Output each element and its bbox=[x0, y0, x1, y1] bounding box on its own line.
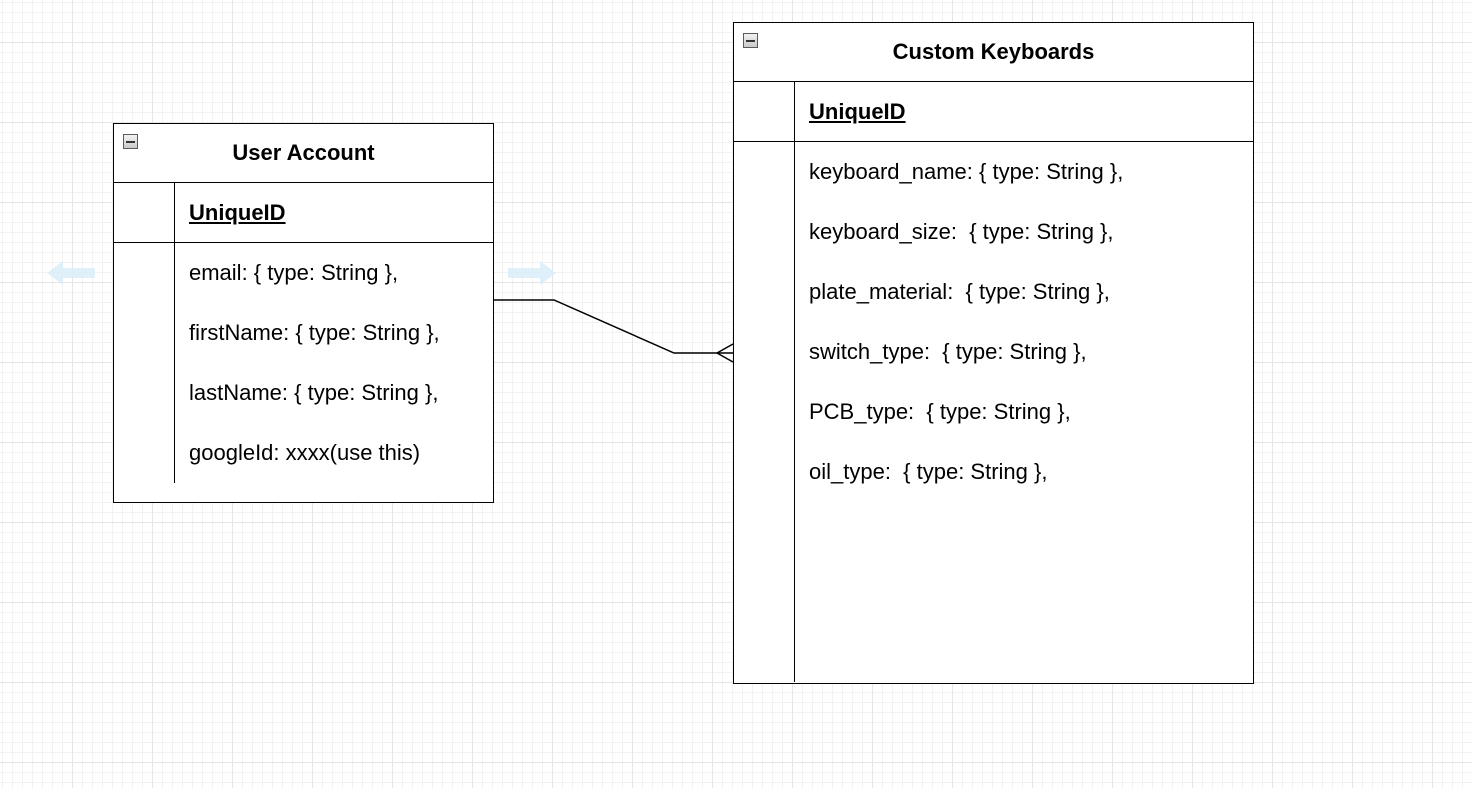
attribute-list: email: { type: String }, firstName: { ty… bbox=[175, 243, 440, 483]
attribute-section[interactable]: keyboard_name: { type: String }, keyboar… bbox=[734, 142, 1253, 682]
entity-custom-keyboards[interactable]: Custom Keyboards UniqueID keyboard_name:… bbox=[733, 22, 1254, 684]
attribute-row[interactable]: keyboard_name: { type: String }, bbox=[809, 159, 1124, 184]
entity-user-account[interactable]: User Account UniqueID email: { type: Str… bbox=[113, 123, 494, 503]
attribute-row[interactable]: email: { type: String }, bbox=[189, 260, 399, 285]
arrow-left-icon[interactable] bbox=[47, 259, 95, 287]
primary-key-row[interactable]: UniqueID bbox=[114, 183, 493, 243]
crows-foot-upper bbox=[716, 343, 734, 354]
entity-header[interactable]: Custom Keyboards bbox=[734, 23, 1253, 82]
crows-foot-lower bbox=[716, 352, 734, 363]
primary-key-label: UniqueID bbox=[809, 98, 906, 124]
collapse-icon[interactable] bbox=[123, 134, 138, 149]
attribute-row[interactable]: oil_type: { type: String }, bbox=[809, 459, 1048, 484]
entity-title: User Account bbox=[232, 140, 375, 165]
key-column bbox=[734, 82, 795, 141]
key-column bbox=[114, 183, 175, 242]
attribute-row[interactable]: firstName: { type: String }, bbox=[189, 320, 440, 345]
primary-key-row[interactable]: UniqueID bbox=[734, 82, 1253, 142]
attribute-list: keyboard_name: { type: String }, keyboar… bbox=[795, 142, 1123, 682]
primary-key-label: UniqueID bbox=[189, 199, 286, 225]
key-column bbox=[114, 243, 175, 483]
entity-title: Custom Keyboards bbox=[892, 39, 1095, 64]
entity-header[interactable]: User Account bbox=[114, 124, 493, 183]
attribute-row[interactable]: keyboard_size: { type: String }, bbox=[809, 219, 1114, 244]
attribute-row[interactable]: lastName: { type: String }, bbox=[189, 380, 439, 405]
attribute-row[interactable]: googleId: xxxx(use this) bbox=[189, 440, 421, 465]
attribute-row[interactable]: PCB_type: { type: String }, bbox=[809, 399, 1071, 424]
attribute-row[interactable]: switch_type: { type: String }, bbox=[809, 339, 1087, 364]
key-column bbox=[734, 142, 795, 682]
arrow-right-icon[interactable] bbox=[508, 259, 556, 287]
attribute-section[interactable]: email: { type: String }, firstName: { ty… bbox=[114, 243, 493, 483]
attribute-row[interactable]: plate_material: { type: String }, bbox=[809, 279, 1110, 304]
relationship-line bbox=[494, 299, 733, 354]
collapse-icon[interactable] bbox=[743, 33, 758, 48]
